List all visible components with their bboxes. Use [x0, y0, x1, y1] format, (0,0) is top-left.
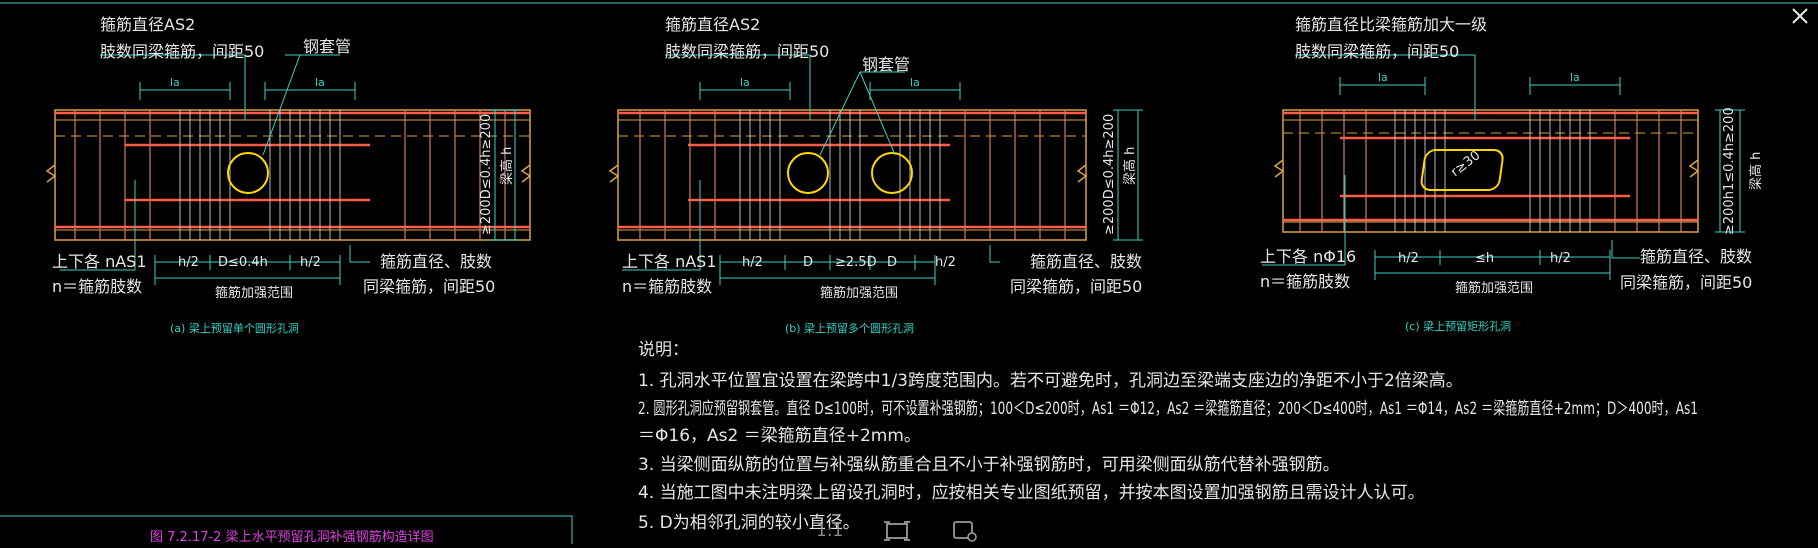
label-h2-right: h/2 — [300, 255, 321, 270]
caption-b: (b) 梁上预留多个圆形孔洞 — [785, 321, 914, 335]
fit-screen-icon[interactable] — [884, 520, 910, 546]
label-radius: r≥30 — [1448, 148, 1483, 180]
label-bottom-right-1: 箍筋直径、肢数 — [1640, 247, 1752, 266]
label-range: 箍筋加强范围 — [820, 285, 898, 301]
label-beam-height: 梁高 h — [499, 147, 515, 185]
edit-image-icon[interactable] — [952, 520, 978, 546]
label-legs: 肢数同梁箍筋，间距50 — [665, 42, 829, 61]
caption-a: (a) 梁上预留单个圆形孔洞 — [170, 321, 299, 335]
label-la-right: la — [315, 76, 325, 89]
label-gap: ≥2.5D — [835, 255, 877, 270]
label-d: D≤0.4h — [218, 255, 268, 270]
label-d1: D — [803, 255, 813, 270]
note-line-5: 5. D为相邻孔洞的较小直径。 — [638, 513, 860, 533]
label-side-dim: ≥200h1≤0.4h≥200 — [1722, 107, 1737, 235]
notes-heading: 说明： — [638, 340, 689, 360]
label-bottom-right-2: 同梁箍筋，间距50 — [363, 277, 495, 296]
break-symbol-right — [1076, 164, 1088, 183]
label-h2-right: h/2 — [935, 255, 956, 270]
label-bottom-left-1: 上下各 nAS1 — [622, 252, 717, 271]
label-bottom-right-2: 同梁箍筋，间距50 — [1010, 277, 1142, 296]
strengthening-stirrups — [179, 110, 341, 240]
dimension-lines — [1262, 54, 1745, 280]
steel-sleeve-circle — [227, 152, 269, 194]
zoom-level-button[interactable]: 1:1 — [816, 521, 844, 541]
note-line-2b: ＝Φ16，As2 ＝梁箍筋直径+2mm。 — [638, 426, 921, 446]
label-h2-left: h/2 — [742, 255, 763, 270]
beam-stirrups — [74, 110, 506, 240]
notes-block: 说明： 1. 孔洞水平位置宜设置在梁跨中1/3跨度范围内。若不可避免时，孔洞边至… — [638, 340, 1698, 533]
viewer-toolbar: 1:1 — [800, 518, 1000, 544]
beam-stirrups — [639, 110, 1066, 240]
break-symbol-right — [1688, 159, 1700, 178]
strengthening-stirrups — [739, 110, 941, 240]
beam-outline — [54, 109, 531, 241]
dimension-lines — [622, 54, 1143, 285]
detail-a: 箍筋直径AS2 肢数同梁箍筋，间距50 钢套管 la la ≥200D≤0.4h… — [45, 15, 532, 335]
close-icon[interactable] — [1788, 4, 1812, 28]
break-symbol-left — [1273, 159, 1285, 178]
detail-c: 箍筋直径比梁箍筋加大一级 肢数同梁箍筋，间距50 r≥30 la la ≥200… — [1260, 15, 1764, 333]
label-bottom-left-1: 上下各 nΦ16 — [1260, 247, 1356, 266]
detail-b: 箍筋直径AS2 肢数同梁箍筋，间距50 钢套管 la la ≥200D≤0.4h… — [608, 15, 1143, 335]
beam-outline — [617, 109, 1087, 241]
label-beam-height: 梁高 h — [1122, 147, 1138, 185]
title-block: 图 7.2.17-2 梁上水平预留孔洞补强钢筋构造详图 — [0, 515, 573, 545]
steel-sleeve-circle-1 — [787, 152, 829, 194]
label-as2: 箍筋直径AS2 — [665, 15, 760, 34]
strengthening-stirrups — [1394, 110, 1591, 232]
label-side-dim: ≥200D≤0.4h≥200 — [1102, 114, 1117, 235]
break-symbol-left — [45, 164, 57, 183]
note-line-3: 3. 当梁侧面纵筋的位置与补强纵筋重合且不小于补强钢筋时，可用梁侧面纵筋代替补强… — [638, 455, 1340, 475]
label-as2: 箍筋直径比梁箍筋加大一级 — [1295, 15, 1487, 34]
label-la-left: la — [1378, 71, 1388, 84]
note-line-1: 1. 孔洞水平位置宜设置在梁跨中1/3跨度范围内。若不可避免时，孔洞边至梁端支座… — [638, 371, 1463, 391]
label-sleeve: 钢套管 — [303, 37, 351, 56]
steel-sleeve-circle-2 — [871, 152, 913, 194]
label-la-left: la — [740, 76, 750, 89]
label-d2: D — [887, 255, 897, 270]
note-line-2: 2. 圆形孔洞应预留钢套管。直径 D≤100时，可不设置补强钢筋；100＜D≤2… — [638, 399, 1698, 419]
label-bottom-left-2: n＝箍筋肢数 — [622, 277, 712, 296]
dimension-lines — [60, 54, 520, 285]
label-la-right: la — [910, 76, 920, 89]
label-bottom-right-1: 箍筋直径、肢数 — [1030, 252, 1142, 271]
break-symbol-right — [520, 164, 532, 183]
rectangular-opening — [1420, 149, 1504, 191]
label-le-h: ≤h — [1475, 251, 1494, 266]
title-frame — [0, 515, 573, 544]
label-legs: 肢数同梁箍筋，间距50 — [100, 42, 264, 61]
label-side-dim: ≥200D≤0.4h≥200 — [479, 114, 494, 235]
label-la-left: la — [170, 76, 180, 89]
label-h2-left: h/2 — [178, 255, 199, 270]
label-la-right: la — [1570, 71, 1580, 84]
label-range: 箍筋加强范围 — [215, 285, 293, 301]
label-beam-height: 梁高 h — [1748, 152, 1764, 190]
label-range: 箍筋加强范围 — [1455, 280, 1533, 296]
label-legs: 肢数同梁箍筋，间距50 — [1295, 42, 1459, 61]
beam-stirrups — [1299, 110, 1682, 232]
break-symbol-left — [608, 164, 620, 183]
label-as2: 箍筋直径AS2 — [100, 15, 195, 34]
label-bottom-left-2: n＝箍筋肢数 — [52, 277, 142, 296]
label-h2-right: h/2 — [1550, 251, 1571, 266]
label-bottom-right-1: 箍筋直径、肢数 — [380, 252, 492, 271]
figure-title: 图 7.2.17-2 梁上水平预留孔洞补强钢筋构造详图 — [150, 529, 434, 544]
caption-c: (c) 梁上预留矩形孔洞 — [1405, 319, 1511, 333]
label-h2-left: h/2 — [1398, 251, 1419, 266]
label-bottom-left-2: n＝箍筋肢数 — [1260, 272, 1350, 291]
label-bottom-left-1: 上下各 nAS1 — [52, 252, 147, 271]
note-line-4: 4. 当施工图中未注明梁上留设孔洞时，应按相关专业图纸预留，并按本图设置加强钢筋… — [638, 483, 1425, 503]
label-sleeve: 钢套管 — [862, 55, 910, 74]
label-bottom-right-2: 同梁箍筋，间距50 — [1620, 273, 1752, 292]
